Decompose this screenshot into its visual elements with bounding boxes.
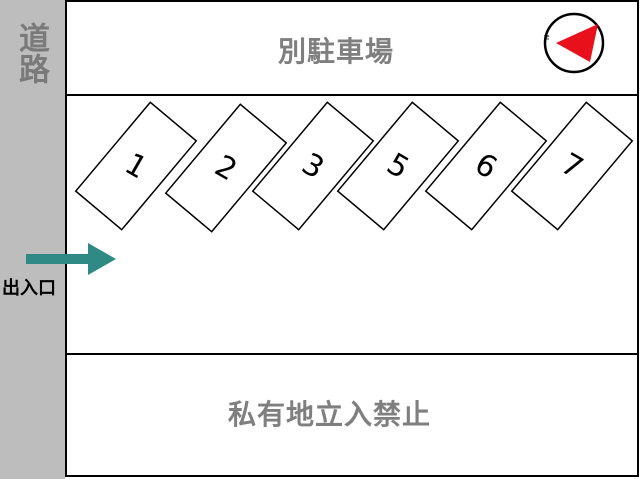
parking-slot-1: 1 <box>74 101 198 231</box>
parking-slot-box <box>164 103 288 233</box>
parking-slot-2: 2 <box>164 103 288 233</box>
parking-slot-5: 5 <box>336 101 460 231</box>
parking-slot-7: 7 <box>510 101 634 231</box>
road-label: 道路 <box>13 22 49 84</box>
parking-lot-frame <box>65 0 639 477</box>
entrance-label: 出入口 <box>2 278 56 299</box>
parking-slot-box <box>510 101 634 231</box>
top-divider <box>65 94 639 96</box>
parking-slot-box <box>74 101 198 231</box>
compass-icon: N <box>543 12 605 74</box>
compass-north-letter: N <box>543 35 551 40</box>
parking-slot-box <box>251 101 375 231</box>
bottom-divider <box>65 353 639 355</box>
parking-slot-box <box>336 101 460 231</box>
no-trespassing-label: 私有地立入禁止 <box>228 398 432 431</box>
parking-slot-6: 6 <box>424 101 548 231</box>
other-parking-label: 別駐車場 <box>278 35 395 68</box>
parking-slot-box <box>424 101 548 231</box>
parking-slot-3: 3 <box>251 101 375 231</box>
entrance-arrow-icon <box>26 243 116 275</box>
road-strip <box>0 0 65 479</box>
